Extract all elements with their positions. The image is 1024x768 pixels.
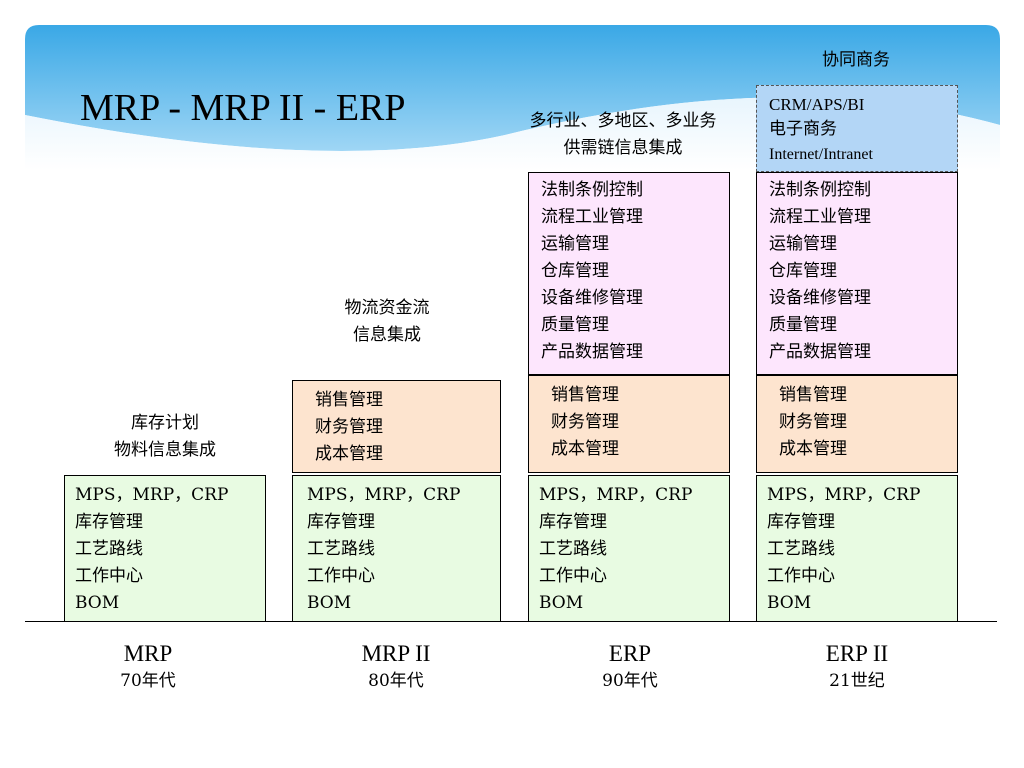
box-line: 法制条例控制 bbox=[769, 180, 871, 200]
box-line: 成本管理 bbox=[779, 439, 847, 459]
mrp2-label: 物流资金流 信息集成 bbox=[297, 295, 477, 349]
era-name: ERP II bbox=[825, 641, 889, 666]
box-line: 销售管理 bbox=[551, 385, 619, 405]
box-line: BOM bbox=[539, 593, 584, 613]
box-line: MPS，MRP，CRP bbox=[75, 485, 229, 505]
box-line: BOM bbox=[767, 593, 812, 613]
box-line: 质量管理 bbox=[769, 315, 837, 335]
erp-management-box: 法制条例控制 流程工业管理 运输管理 仓库管理 设备维修管理 质量管理 产品数据… bbox=[528, 172, 730, 375]
box-line: 财务管理 bbox=[551, 412, 619, 432]
box-line: 产品数据管理 bbox=[769, 342, 871, 362]
erp-base-box: MPS，MRP，CRP 库存管理 工艺路线 工作中心 BOM bbox=[528, 475, 730, 622]
box-line: 设备维修管理 bbox=[541, 288, 643, 308]
box-line: 质量管理 bbox=[541, 315, 609, 335]
page-title: MRP - MRP II - ERP bbox=[80, 87, 406, 129]
box-line: 工艺路线 bbox=[767, 539, 835, 559]
era-period: 90年代 bbox=[602, 671, 658, 691]
erp2-collab-box: CRM/APS/BI 电子商务 Internet/Intranet bbox=[756, 85, 958, 172]
box-line: 销售管理 bbox=[315, 390, 383, 410]
box-line: 库存管理 bbox=[75, 512, 143, 532]
box-line: 工艺路线 bbox=[307, 539, 375, 559]
box-line: BOM bbox=[75, 593, 120, 613]
erp2-label-line: 协同商务 bbox=[822, 50, 890, 70]
era-erp: ERP 90年代 bbox=[550, 640, 710, 694]
era-mrp2: MRP II 80年代 bbox=[316, 640, 476, 694]
mrp-base-box: MPS，MRP，CRP 库存管理 工艺路线 工作中心 BOM bbox=[64, 475, 266, 622]
box-line: 流程工业管理 bbox=[541, 207, 643, 227]
timeline-baseline bbox=[25, 621, 997, 622]
erp2-management-box: 法制条例控制 流程工业管理 运输管理 仓库管理 设备维修管理 质量管理 产品数据… bbox=[756, 172, 958, 375]
erp2-finance-box: 销售管理 财务管理 成本管理 bbox=[756, 375, 958, 473]
box-line: 工作中心 bbox=[307, 566, 375, 586]
mrp2-base-box: MPS，MRP，CRP 库存管理 工艺路线 工作中心 BOM bbox=[292, 475, 501, 622]
era-period: 80年代 bbox=[368, 671, 424, 691]
box-line: 工作中心 bbox=[75, 566, 143, 586]
box-line: 运输管理 bbox=[541, 234, 609, 254]
box-line: MPS，MRP，CRP bbox=[539, 485, 693, 505]
mrp-label: 库存计划 物料信息集成 bbox=[75, 410, 255, 464]
box-line: 运输管理 bbox=[769, 234, 837, 254]
era-name: ERP bbox=[608, 641, 652, 666]
box-line: 销售管理 bbox=[779, 385, 847, 405]
erp2-label: 协同商务 bbox=[776, 47, 936, 74]
box-line: 库存管理 bbox=[767, 512, 835, 532]
erp-label-line: 多行业、多地区、多业务 bbox=[529, 111, 717, 131]
mrp2-finance-box: 销售管理 财务管理 成本管理 bbox=[292, 380, 501, 473]
era-mrp: MRP 70年代 bbox=[68, 640, 228, 694]
box-line: 产品数据管理 bbox=[541, 342, 643, 362]
erp2-base-box: MPS，MRP，CRP 库存管理 工艺路线 工作中心 BOM bbox=[756, 475, 958, 622]
box-line: 库存管理 bbox=[539, 512, 607, 532]
box-line: 工作中心 bbox=[539, 566, 607, 586]
box-line: 工艺路线 bbox=[75, 539, 143, 559]
box-line: 仓库管理 bbox=[541, 261, 609, 281]
box-line: 财务管理 bbox=[315, 417, 383, 437]
box-line: 成本管理 bbox=[315, 444, 383, 464]
box-line: Internet/Intranet bbox=[769, 146, 873, 163]
box-line: CRM/APS/BI bbox=[769, 95, 865, 114]
erp-label: 多行业、多地区、多业务 供需链信息集成 bbox=[496, 108, 750, 162]
erp-finance-box: 销售管理 财务管理 成本管理 bbox=[528, 375, 730, 473]
era-period: 70年代 bbox=[120, 671, 176, 691]
box-line: 流程工业管理 bbox=[769, 207, 871, 227]
box-line: MPS，MRP，CRP bbox=[767, 485, 921, 505]
mrp2-label-line: 信息集成 bbox=[353, 325, 421, 345]
box-line: 成本管理 bbox=[551, 439, 619, 459]
box-line: 工艺路线 bbox=[539, 539, 607, 559]
box-line: 法制条例控制 bbox=[541, 180, 643, 200]
box-line: MPS，MRP，CRP bbox=[307, 485, 461, 505]
era-name: MRP bbox=[123, 641, 173, 666]
box-line: 仓库管理 bbox=[769, 261, 837, 281]
era-period: 21世纪 bbox=[829, 671, 885, 691]
box-line: 财务管理 bbox=[779, 412, 847, 432]
box-line: BOM bbox=[307, 593, 352, 613]
mrp2-label-line: 物流资金流 bbox=[344, 298, 430, 318]
era-erp2: ERP II 21世纪 bbox=[777, 640, 937, 694]
box-line: 库存管理 bbox=[307, 512, 375, 532]
erp-label-line: 供需链信息集成 bbox=[563, 138, 683, 158]
mrp-label-line: 物料信息集成 bbox=[114, 440, 216, 460]
box-line: 设备维修管理 bbox=[769, 288, 871, 308]
box-line: 工作中心 bbox=[767, 566, 835, 586]
box-line: 电子商务 bbox=[769, 119, 837, 139]
mrp-label-line: 库存计划 bbox=[131, 413, 199, 433]
era-name: MRP II bbox=[361, 641, 431, 666]
